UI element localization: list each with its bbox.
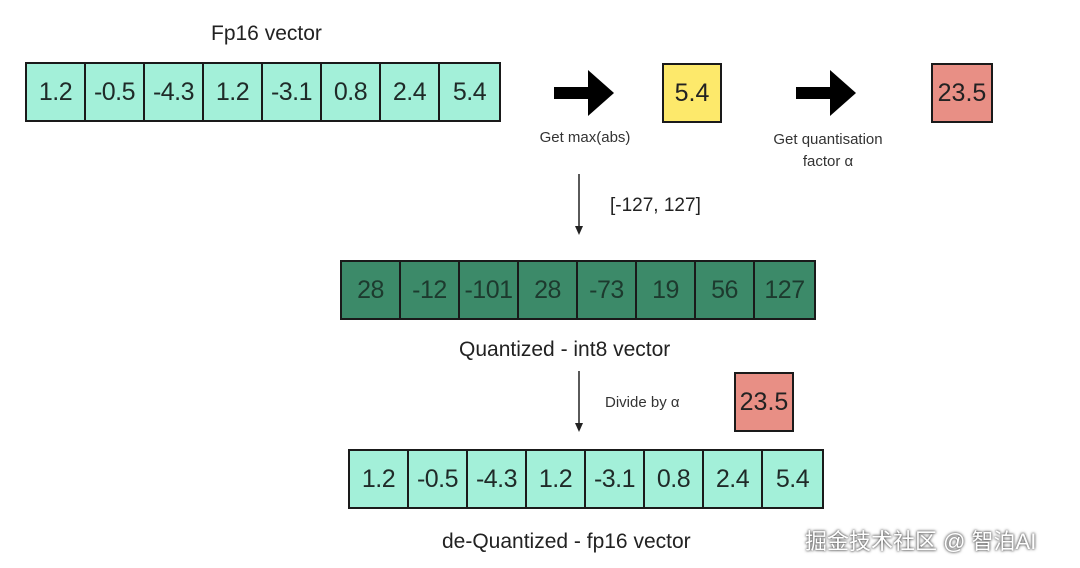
- int8-cell: 19: [637, 262, 696, 318]
- quantisation-factor-label-line2: factor α: [802, 153, 854, 170]
- fp16-cell: 5.4: [440, 64, 499, 120]
- down-arrow-icon: [575, 371, 583, 432]
- down-arrow-icon: [575, 174, 583, 235]
- quantisation-factor-label-line1: Get quantisation: [773, 131, 883, 148]
- dequantized-cell: -4.3: [468, 451, 527, 507]
- fp16-vector: 1.2 -0.5 -4.3 1.2 -3.1 0.8 2.4 5.4: [25, 62, 501, 122]
- fp16-cell: -3.1: [263, 64, 322, 120]
- quantisation-factor-label: Get quantisation factor α: [748, 129, 908, 173]
- dequantized-vector-label: de-Quantized - fp16 vector: [442, 530, 691, 553]
- int8-cell: -12: [401, 262, 460, 318]
- quantisation-factor-box: 23.5: [931, 63, 993, 123]
- dequantized-cell: 5.4: [763, 451, 822, 507]
- int8-vector: 28 -12 -101 28 -73 19 56 127: [340, 260, 816, 320]
- dequantized-cell: 1.2: [350, 451, 409, 507]
- watermark-text: 掘金技术社区 @ 智泊AI: [805, 529, 1037, 554]
- int8-cell: 127: [755, 262, 814, 318]
- int8-vector-label: Quantized - int8 vector: [459, 338, 671, 361]
- fp16-cell: 1.2: [27, 64, 86, 120]
- int8-cell: 56: [696, 262, 755, 318]
- fp16-vector-title: Fp16 vector: [211, 22, 322, 45]
- dequantized-cell: -0.5: [409, 451, 468, 507]
- dequantized-cell: -3.1: [586, 451, 645, 507]
- fp16-cell: 1.2: [204, 64, 263, 120]
- dequantized-cell: 0.8: [645, 451, 704, 507]
- divide-factor-box: 23.5: [734, 372, 794, 432]
- int8-cell: -101: [460, 262, 519, 318]
- divide-factor-value: 23.5: [739, 387, 789, 416]
- get-max-abs-label: Get max(abs): [539, 129, 631, 146]
- dequantized-cell: 1.2: [527, 451, 586, 507]
- dequantized-fp16-vector: 1.2 -0.5 -4.3 1.2 -3.1 0.8 2.4 5.4: [348, 449, 824, 509]
- right-arrow-icon: [796, 70, 856, 116]
- right-arrow-icon: [554, 70, 614, 116]
- divide-by-alpha-label: Divide by α: [605, 394, 680, 411]
- quantisation-factor-value: 23.5: [937, 78, 987, 107]
- fp16-cell: 0.8: [322, 64, 381, 120]
- fp16-cell: -0.5: [86, 64, 145, 120]
- fp16-cell: 2.4: [381, 64, 440, 120]
- fp16-cell: -4.3: [145, 64, 204, 120]
- max-abs-value: 5.4: [674, 78, 710, 107]
- dequantized-cell: 2.4: [704, 451, 763, 507]
- int8-cell: 28: [519, 262, 578, 318]
- int8-range-label: [-127, 127]: [610, 195, 701, 216]
- int8-cell: -73: [578, 262, 637, 318]
- max-abs-value-box: 5.4: [662, 63, 722, 123]
- int8-cell: 28: [342, 262, 401, 318]
